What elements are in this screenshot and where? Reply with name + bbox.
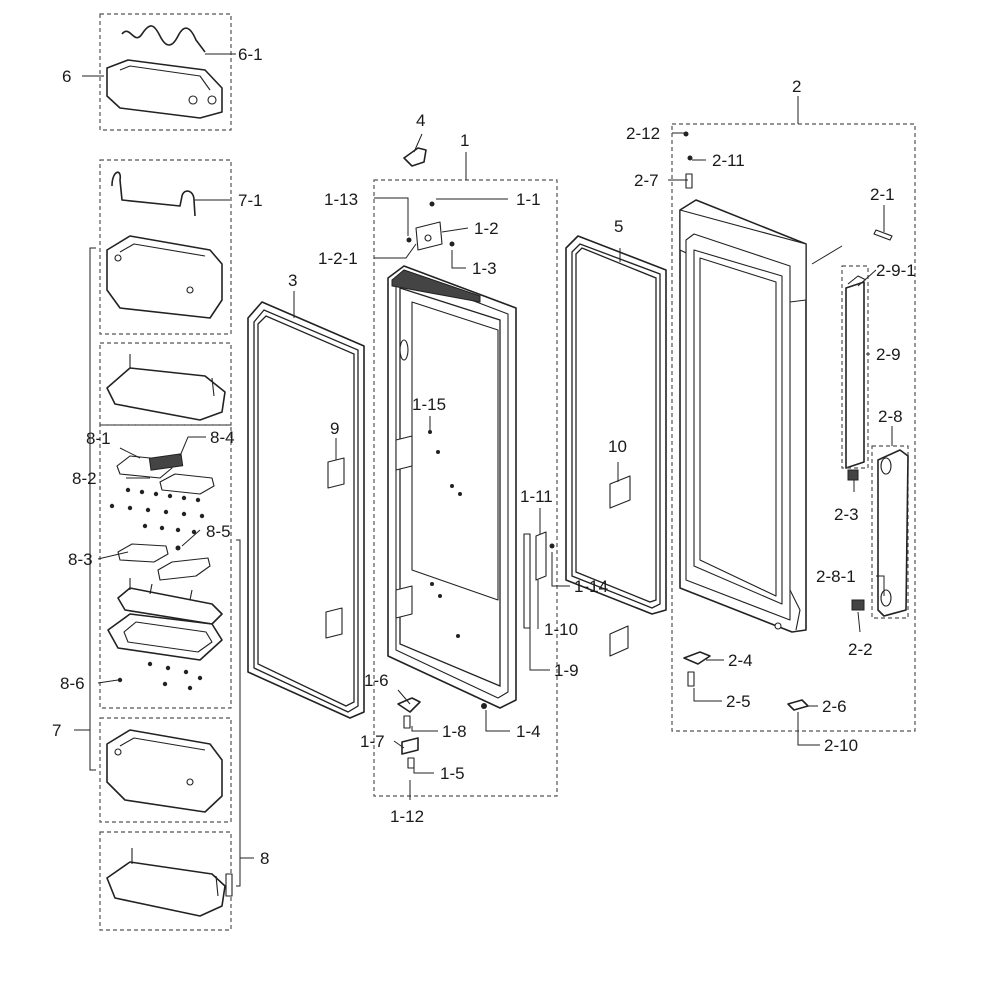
leader-lines	[74, 53, 893, 887]
screws-8-6	[109, 487, 205, 691]
label-6-1: 6-1	[238, 45, 263, 64]
label-2-8-1: 2-8-1	[816, 567, 856, 586]
label-1-15: 1-15	[412, 395, 446, 414]
label-2-9-1: 2-9-1	[876, 261, 916, 280]
door-bin-7-upper	[106, 235, 223, 319]
hinge-2-4	[683, 651, 711, 665]
seal-strip-1-9	[523, 533, 531, 629]
door-liner-1	[387, 265, 517, 709]
pad-10-upper	[609, 475, 631, 509]
label-1-10: 1-10	[544, 620, 578, 639]
label-2-6: 2-6	[822, 697, 847, 716]
hinge-1-6	[397, 697, 421, 713]
label-8-4: 8-4	[210, 428, 235, 447]
label-2: 2	[792, 77, 801, 96]
outer-door-2	[679, 199, 807, 633]
shelf-tray	[106, 367, 226, 421]
pad-10-lower	[609, 625, 629, 657]
hinge-8-4	[148, 453, 184, 471]
label-8-2: 8-2	[72, 469, 97, 488]
hinge-9-lower	[325, 607, 343, 639]
door-gasket-3	[247, 301, 365, 719]
hinge-cap-4	[403, 147, 427, 167]
wire-guard-6-1	[121, 25, 206, 53]
door-2-hardware	[683, 131, 909, 711]
label-2-7: 2-7	[634, 171, 659, 190]
label-1-4: 1-4	[516, 722, 541, 741]
label-2-10: 2-10	[824, 736, 858, 755]
bracket-8-2	[159, 473, 215, 495]
label-8-1: 8-1	[86, 429, 111, 448]
door-shelf-8	[106, 861, 226, 917]
callout-labels: 6 6-1 7-1 8-1 8-4 8-2 8-5 8-3 8-6 7 8 3 …	[52, 45, 916, 868]
label-6: 6	[62, 67, 71, 86]
wire-guard-7-1	[111, 171, 196, 217]
group-box-2	[671, 123, 916, 732]
label-2-3: 2-3	[834, 505, 859, 524]
label-8: 8	[260, 849, 269, 868]
bracket-8-5	[157, 557, 211, 581]
pin-2-1	[873, 229, 893, 241]
label-1-1: 1-1	[516, 190, 541, 209]
label-8-3: 8-3	[68, 550, 93, 569]
label-2-9: 2-9	[876, 345, 901, 364]
door-bin-7-lower	[106, 729, 223, 813]
label-1-12: 1-12	[390, 807, 424, 826]
label-8-6: 8-6	[60, 674, 85, 693]
hinge-9-upper	[327, 457, 345, 489]
label-2-12: 2-12	[626, 124, 660, 143]
label-2-4: 2-4	[728, 651, 753, 670]
label-7: 7	[52, 721, 61, 740]
label-1-13: 1-13	[324, 190, 358, 209]
hinge-pin-1-7	[401, 737, 419, 755]
label-2-5: 2-5	[726, 692, 751, 711]
cap-2-3	[847, 469, 859, 481]
handle-2-8	[877, 449, 909, 617]
handle-2-9	[845, 281, 865, 469]
label-2-1: 2-1	[870, 185, 895, 204]
label-5: 5	[614, 217, 623, 236]
door-gasket-5	[565, 235, 667, 657]
label-1-5: 1-5	[440, 764, 465, 783]
label-2-8: 2-8	[878, 407, 903, 426]
label-1-2-1: 1-2-1	[318, 249, 358, 268]
label-2-11: 2-11	[712, 151, 745, 170]
label-8-5: 8-5	[206, 522, 231, 541]
label-1-8: 1-8	[442, 722, 467, 741]
label-4: 4	[416, 111, 425, 130]
latch-1-11	[535, 531, 547, 581]
cap-2-6	[787, 699, 809, 711]
label-1-14: 1-14	[574, 577, 608, 596]
label-1-3: 1-3	[472, 259, 497, 278]
label-1-2: 1-2	[474, 219, 499, 238]
label-7-1: 7-1	[238, 191, 263, 210]
label-1: 1	[460, 131, 469, 150]
label-1-11: 1-11	[520, 487, 553, 506]
label-3: 3	[288, 271, 297, 290]
bracket-8-3	[117, 543, 169, 563]
label-10: 10	[608, 437, 627, 456]
label-1-9: 1-9	[554, 661, 579, 680]
label-1-7: 1-7	[360, 732, 385, 751]
left-column-parts	[99, 13, 233, 931]
label-1-6: 1-6	[364, 671, 389, 690]
label-9: 9	[330, 419, 339, 438]
cap-2-2	[851, 599, 865, 611]
label-2-2: 2-2	[848, 640, 873, 659]
